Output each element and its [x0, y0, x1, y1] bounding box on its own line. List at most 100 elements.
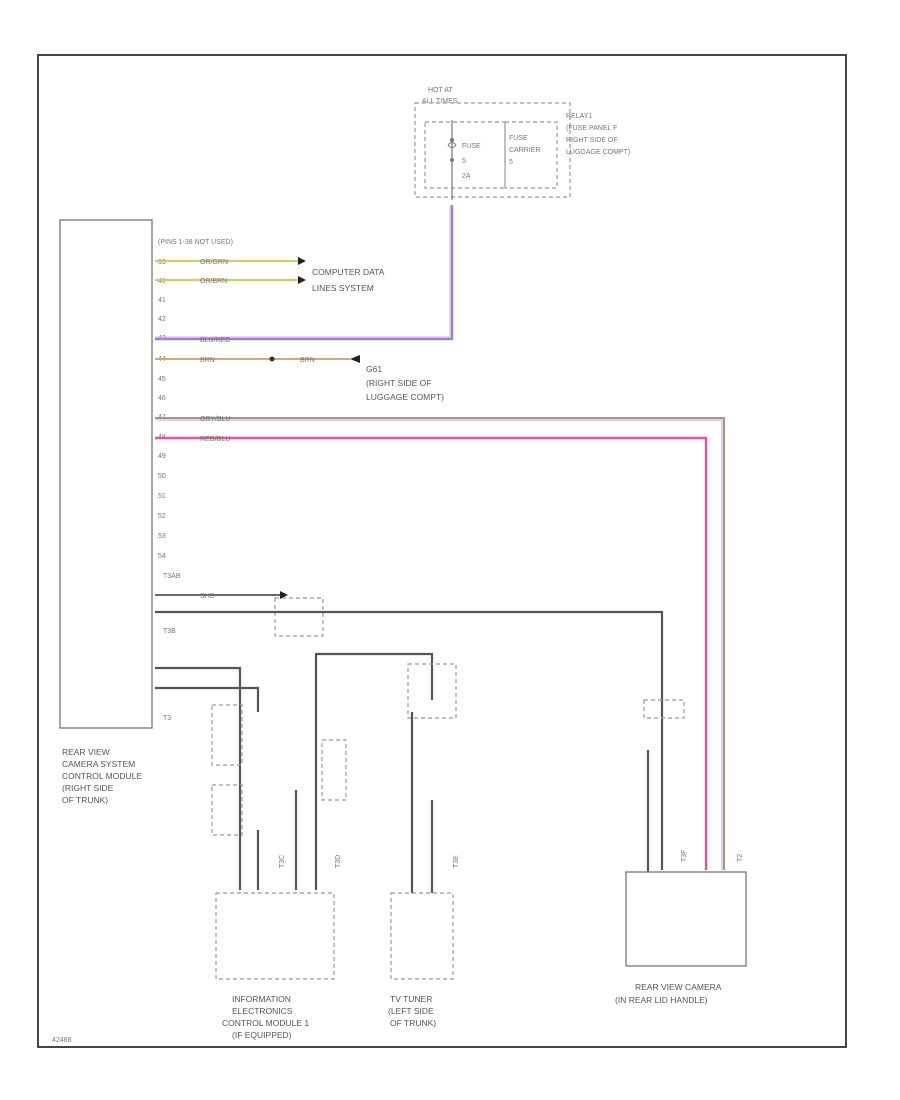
connector-t3c-label: T3C	[279, 855, 286, 868]
svg-text:BRN: BRN	[200, 357, 215, 364]
wire-pin47-stripe	[155, 419, 723, 870]
svg-text:OF TRUNK): OF TRUNK)	[62, 795, 108, 805]
connector-dashed-2	[211, 704, 243, 766]
info-module-label-4: (IF EQUIPPED)	[232, 1030, 292, 1040]
pins-unused-label: (PINS 1-38 NOT USED)	[158, 239, 233, 246]
svg-text:(LEFT SIDE: (LEFT SIDE	[388, 1006, 434, 1016]
svg-text:(IN REAR LID HANDLE): (IN REAR LID HANDLE)	[615, 995, 708, 1005]
splice-dot-icon	[269, 356, 275, 362]
connector-t3b-label: T3B	[163, 628, 176, 635]
connector-dashed-3	[211, 784, 243, 836]
svg-text:T3B: T3B	[163, 628, 176, 635]
connector-t2-label: T2	[737, 854, 744, 862]
wire-info-tuner	[314, 652, 434, 890]
svg-text:G61: G61	[366, 364, 382, 374]
wire-info-2	[155, 686, 260, 712]
pin-50: 50	[158, 473, 166, 480]
svg-text:RELAY1: RELAY1	[566, 113, 592, 120]
svg-text:T3: T3	[163, 715, 171, 722]
wire-pin48	[155, 436, 708, 870]
connector-t3d-label: T3D	[335, 855, 342, 868]
fuse-carrier-label-2: CARRIER	[509, 147, 541, 154]
svg-text:(FUSE PANEL F: (FUSE PANEL F	[566, 125, 617, 132]
ground-label-3: LUGGAGE COMPT)	[366, 392, 444, 402]
svg-text:T3D: T3D	[335, 855, 342, 868]
wire-39-color: OR/GRN	[200, 259, 228, 266]
arrow-connector-icon	[280, 591, 288, 599]
svg-text:INFORMATION: INFORMATION	[232, 994, 291, 1004]
ground-icon	[350, 355, 360, 363]
svg-text:T3AB: T3AB	[163, 573, 181, 580]
control-module-label-1: REAR VIEW	[62, 747, 110, 757]
tv-tuner-label-3: OF TRUNK)	[390, 1018, 436, 1028]
connector-t3f-label: T3F	[681, 850, 688, 862]
pin-41: 41	[158, 297, 166, 304]
arrow-connector-icon	[298, 257, 306, 265]
pin-39: 39	[158, 259, 166, 266]
svg-text:52: 52	[158, 513, 166, 520]
wire-shd-label: SHD	[200, 593, 215, 600]
svg-text:OF TRUNK): OF TRUNK)	[390, 1018, 436, 1028]
svg-text:(RIGHT SIDE: (RIGHT SIDE	[62, 783, 114, 793]
pin-46: 46	[158, 395, 166, 402]
control-module-label-3: CONTROL MODULE	[62, 771, 142, 781]
svg-text:T3F: T3F	[681, 850, 688, 862]
pin-51: 51	[158, 493, 166, 500]
rear-camera-box	[625, 871, 747, 967]
svg-text:50: 50	[158, 473, 166, 480]
wire-48-color: RED/BLU	[200, 436, 230, 443]
svg-text:REAR VIEW CAMERA: REAR VIEW CAMERA	[635, 982, 722, 992]
svg-text:40: 40	[158, 278, 166, 285]
svg-text:REAR VIEW: REAR VIEW	[62, 747, 110, 757]
wire-43-color: BLU/RED	[200, 337, 230, 344]
svg-text:41: 41	[158, 297, 166, 304]
svg-text:COMPUTER DATA: COMPUTER DATA	[312, 267, 385, 277]
connector-t3ab-label: T3AB	[163, 573, 181, 580]
svg-text:FUSE: FUSE	[509, 135, 528, 142]
info-module-label-3: CONTROL MODULE 1	[222, 1018, 309, 1028]
pin-45: 45	[158, 376, 166, 383]
connector-dashed-5	[321, 739, 347, 801]
svg-text:ELECTRONICS: ELECTRONICS	[232, 1006, 293, 1016]
all-times-label: ALL TIMES	[422, 98, 458, 105]
control-module-box	[59, 219, 153, 729]
svg-text:CARRIER: CARRIER	[509, 147, 541, 154]
pin-42: 42	[158, 316, 166, 323]
svg-text:5: 5	[462, 158, 466, 165]
svg-text:42: 42	[158, 316, 166, 323]
computer-data-label-2: LINES SYSTEM	[312, 283, 374, 293]
splice-dot-icon	[450, 138, 454, 142]
relay-label-4: LUGGAGE COMPT)	[566, 149, 630, 156]
info-module-label-1: INFORMATION	[232, 994, 291, 1004]
svg-text:T3E: T3E	[453, 855, 460, 868]
rear-camera-label-1: REAR VIEW CAMERA	[635, 982, 722, 992]
svg-text:45: 45	[158, 376, 166, 383]
wire-pin47	[155, 417, 725, 870]
svg-text:T2: T2	[737, 854, 744, 862]
pin-labels: 39 40 41 42 43 44 45 46 47 48 49 50 51 5…	[158, 259, 166, 560]
wire-pin43-blue	[155, 205, 454, 341]
fuse-carrier-outline	[504, 121, 558, 189]
relay-panel-outline	[414, 102, 571, 198]
info-module-box	[215, 892, 335, 980]
svg-text:39: 39	[158, 259, 166, 266]
fuse-carrier-label-1: FUSE	[509, 135, 528, 142]
computer-data-label-1: COMPUTER DATA	[312, 267, 385, 277]
rear-camera-label-2: (IN REAR LID HANDLE)	[615, 995, 708, 1005]
connector-t3e-label: T3E	[453, 855, 460, 868]
arrow-connector-icon	[298, 276, 306, 284]
wire-40-color: OR/BRN	[200, 278, 227, 285]
ground-label-1: G61	[366, 364, 382, 374]
tv-tuner-label-2: (LEFT SIDE	[388, 1006, 434, 1016]
connector-dashed-6	[643, 699, 685, 719]
svg-text:CONTROL MODULE: CONTROL MODULE	[62, 771, 142, 781]
tv-tuner-box	[390, 892, 454, 980]
svg-text:(PINS 1-38 NOT USED): (PINS 1-38 NOT USED)	[158, 239, 233, 246]
fuse-label: FUSE	[462, 143, 481, 150]
svg-text:5: 5	[509, 159, 513, 166]
wire-47-color: GRY/BLU	[200, 416, 231, 423]
svg-text:RED/BLU: RED/BLU	[200, 436, 230, 443]
svg-text:42488: 42488	[52, 1037, 72, 1044]
svg-text:FUSE: FUSE	[462, 143, 481, 150]
